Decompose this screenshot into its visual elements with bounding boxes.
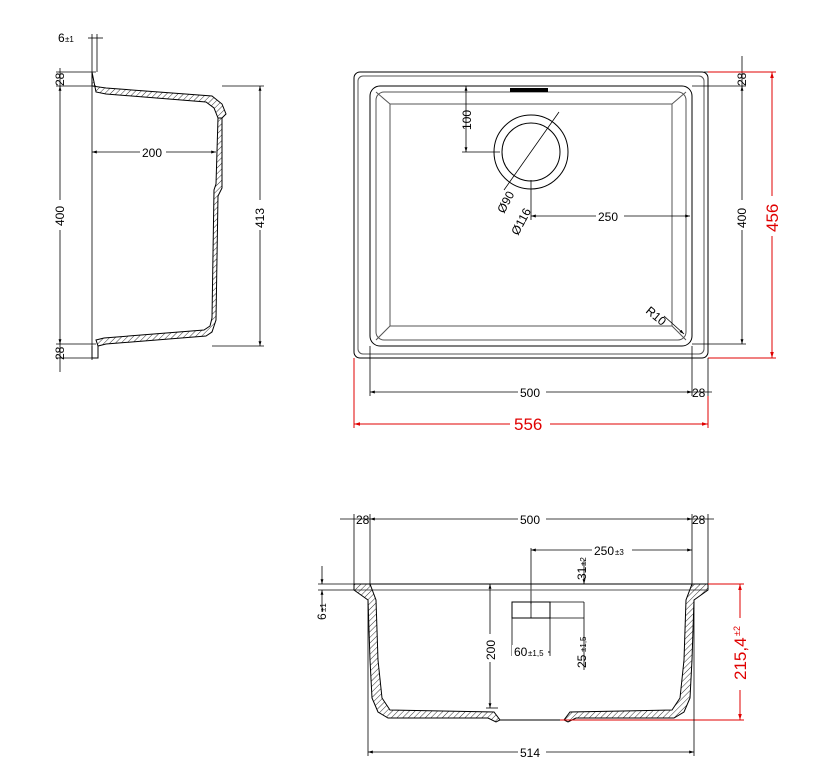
- front-overflow-top: 31: [575, 566, 589, 580]
- front-inner-width: 500: [520, 513, 540, 527]
- plan-drain-offset-y: 100: [460, 110, 474, 130]
- front-overflow-slot-tol: ±1,5: [579, 636, 588, 652]
- front-overflow-width-tol: ±1,5: [528, 649, 544, 658]
- plan-corner-radius: R10: [643, 304, 669, 329]
- front-bottom-width: 514: [520, 746, 540, 760]
- side-profile-top: [91, 71, 227, 119]
- front-drain-offset-tol: ±3: [615, 548, 624, 557]
- front-overflow-width: 60: [514, 645, 528, 659]
- plan-inner-length: 400: [735, 208, 749, 228]
- plan-outer-edge: [353, 71, 709, 359]
- side-bottom-rim: 28: [53, 346, 67, 360]
- side-flange-tolerance: ±1: [65, 35, 74, 44]
- front-flange-tol: ±1: [319, 603, 328, 612]
- front-overall-depth-tol: ±2: [732, 626, 742, 636]
- plan-side-rim: 28: [692, 386, 706, 400]
- plan-view: 100 Ø90 Ø116 250 R10 28 400 456 500: [353, 56, 782, 434]
- front-flange-thickness: 6: [315, 613, 329, 620]
- plan-drain-inner-diameter: Ø90: [494, 189, 517, 216]
- plan-top-rim: 28: [735, 72, 749, 86]
- plan-overall-width: 556: [514, 415, 542, 434]
- side-depth: 200: [142, 146, 162, 160]
- side-inner-height: 400: [53, 206, 67, 226]
- front-drain-offset: 250: [594, 544, 614, 558]
- plan-inner-width: 500: [520, 386, 540, 400]
- plan-overall-length: 456: [763, 204, 782, 232]
- front-overflow-slot: 25: [575, 654, 589, 668]
- front-view: 28 500 28 250 ±3 31 ±2 6 ±1: [315, 513, 750, 760]
- plan-bowl-edge: [369, 85, 693, 347]
- front-right-rim: 28: [692, 513, 706, 527]
- side-flange-thickness: 6: [58, 31, 65, 45]
- front-overflow-top-tol: ±2: [579, 557, 588, 566]
- front-profile-left: [353, 583, 501, 723]
- front-overall-depth: 215,4: [731, 637, 750, 680]
- side-overall-height: 413: [253, 208, 267, 228]
- side-view: 6 ±1 28 400 28 200 413: [53, 31, 267, 372]
- plan-overflow-slot: [510, 88, 548, 92]
- front-left-rim: 28: [356, 513, 370, 527]
- side-top-rim: 28: [53, 72, 67, 86]
- plan-drain-offset-x: 250: [598, 210, 618, 224]
- front-profile-right: [563, 583, 709, 723]
- front-overflow-height: 200: [484, 640, 498, 660]
- plan-drain-outer-diameter: Ø116: [508, 205, 534, 237]
